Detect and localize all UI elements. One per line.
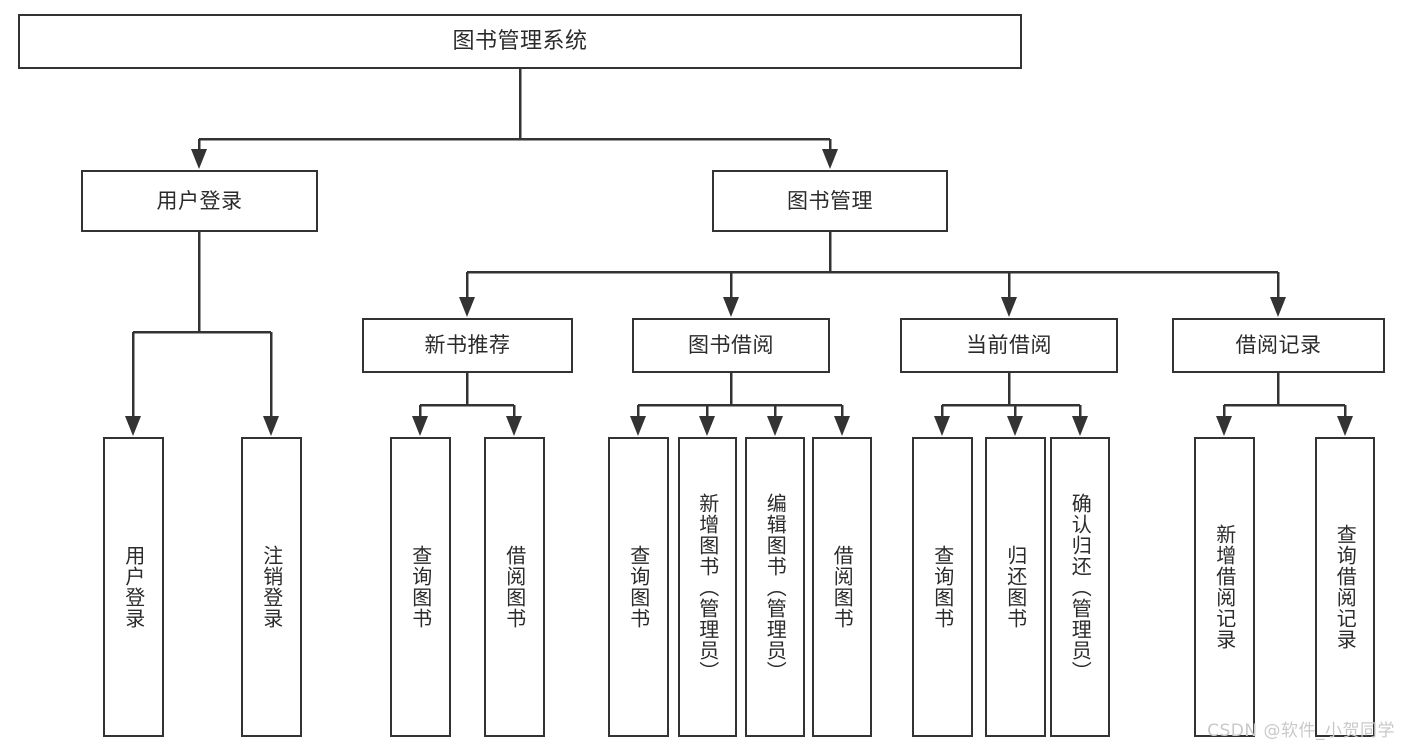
node-label: 归还图书	[1003, 545, 1028, 629]
node-label: 借阅图书	[502, 545, 527, 629]
node-leaf-query-borrow-record[interactable]: 查询借阅记录	[1315, 437, 1375, 737]
node-root-book-management-system[interactable]: 图书管理系统	[18, 14, 1022, 69]
node-leaf-user-login[interactable]: 用户登录	[103, 437, 164, 737]
node-borrow-record[interactable]: 借阅记录	[1172, 318, 1385, 373]
node-label: 查询图书	[930, 545, 955, 629]
node-book-management[interactable]: 图书管理	[712, 170, 948, 232]
node-label: 当前借阅	[966, 333, 1052, 358]
node-label: 用户登录	[121, 545, 146, 629]
node-leaf-borrow-book[interactable]: 借阅图书	[812, 437, 872, 737]
node-user-login[interactable]: 用户登录	[81, 170, 318, 232]
node-label: 确认归还（管理员）	[1068, 492, 1093, 682]
node-label: 新增借阅记录	[1212, 524, 1237, 650]
node-leaf-confirm-return-admin[interactable]: 确认归还（管理员）	[1050, 437, 1110, 737]
watermark-text: CSDN @软件_小贺同学	[1207, 721, 1395, 741]
node-leaf-edit-book-admin[interactable]: 编辑图书（管理员）	[745, 437, 805, 737]
node-label: 新书推荐	[424, 333, 511, 358]
node-leaf-query-book-current[interactable]: 查询图书	[912, 437, 973, 737]
node-label: 新增图书（管理员）	[695, 492, 720, 682]
node-label: 编辑图书（管理员）	[763, 492, 788, 682]
node-label: 查询借阅记录	[1333, 524, 1358, 650]
node-leaf-query-book-borrow[interactable]: 查询图书	[608, 437, 669, 737]
node-leaf-return-book[interactable]: 归还图书	[985, 437, 1046, 737]
node-label: 借阅图书	[830, 545, 855, 629]
node-leaf-borrow-book-recommend[interactable]: 借阅图书	[484, 437, 545, 737]
node-current-borrow[interactable]: 当前借阅	[900, 318, 1118, 373]
node-leaf-query-book-recommend[interactable]: 查询图书	[390, 437, 451, 737]
node-label: 查询图书	[408, 545, 433, 629]
node-label: 用户登录	[156, 188, 243, 213]
node-label: 注销登录	[259, 545, 284, 629]
node-label: 图书借阅	[688, 333, 774, 358]
node-label: 借阅记录	[1235, 333, 1322, 358]
node-leaf-logout[interactable]: 注销登录	[241, 437, 302, 737]
node-label: 图书管理系统	[452, 28, 588, 54]
node-book-borrow[interactable]: 图书借阅	[632, 318, 830, 373]
node-new-book-recommend[interactable]: 新书推荐	[362, 318, 573, 373]
node-label: 图书管理	[787, 188, 873, 213]
node-leaf-add-book-admin[interactable]: 新增图书（管理员）	[678, 437, 737, 737]
node-label: 查询图书	[626, 545, 651, 629]
node-leaf-add-borrow-record[interactable]: 新增借阅记录	[1194, 437, 1255, 737]
